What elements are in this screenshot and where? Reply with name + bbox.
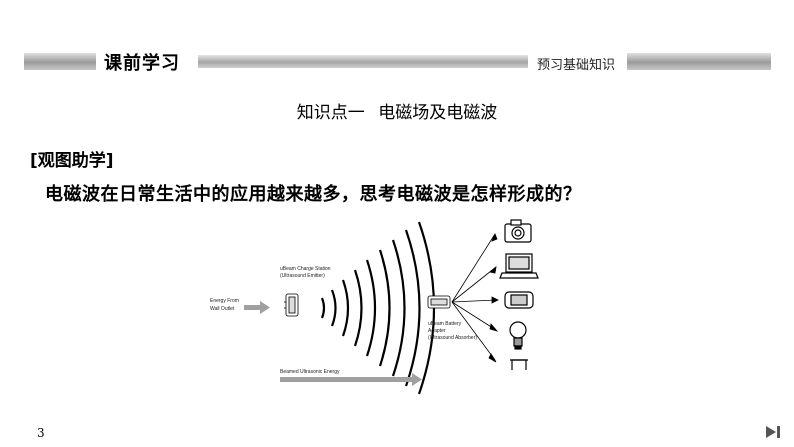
adapter-sublabel: Adapter	[428, 328, 446, 334]
section-heading: 知识点一 电磁场及电磁波	[296, 103, 498, 123]
header-bar-middle	[198, 55, 528, 68]
question-text: 电磁波在日常生活中的应用越来越多，思考电磁波是怎样形成的？	[45, 184, 582, 205]
battery-adapter-icon	[427, 295, 451, 309]
laptop-icon	[499, 253, 539, 279]
beamed-energy-arrow	[280, 373, 422, 386]
page-number: 3	[37, 426, 45, 440]
input-arrow	[244, 301, 270, 314]
lightbulb-icon	[509, 321, 527, 350]
charge-station-icon	[284, 293, 299, 317]
adapter-label: uBeam Battery	[428, 321, 462, 327]
header-title: 课前学习	[104, 53, 180, 74]
adapter-type-label: (Ultrasound Absorber)	[428, 335, 477, 341]
camera-icon	[504, 219, 532, 243]
ultrasound-charging-diagram: Energy From Wall Outlet uBeam Charge Sta…	[210, 219, 539, 395]
phone-icon	[504, 291, 534, 309]
header-bar-left	[24, 53, 96, 70]
device-icon	[510, 359, 528, 370]
station-label: uBeam Charge Station	[280, 266, 331, 272]
beamed-energy-label: Beamed Ultrasonic Energy	[280, 369, 340, 375]
wall-outlet-label: Wall Outlet	[210, 306, 235, 312]
station-sublabel: (Ultrasound Emitter)	[280, 273, 325, 279]
header-bar-right	[627, 53, 771, 70]
energy-from-label: Energy From	[210, 298, 239, 304]
header-subtitle: 预习基础知识	[537, 58, 616, 73]
output-arrows	[451, 232, 499, 363]
next-page-icon[interactable]	[764, 425, 782, 439]
observation-tag: [观图助学]	[30, 151, 114, 171]
